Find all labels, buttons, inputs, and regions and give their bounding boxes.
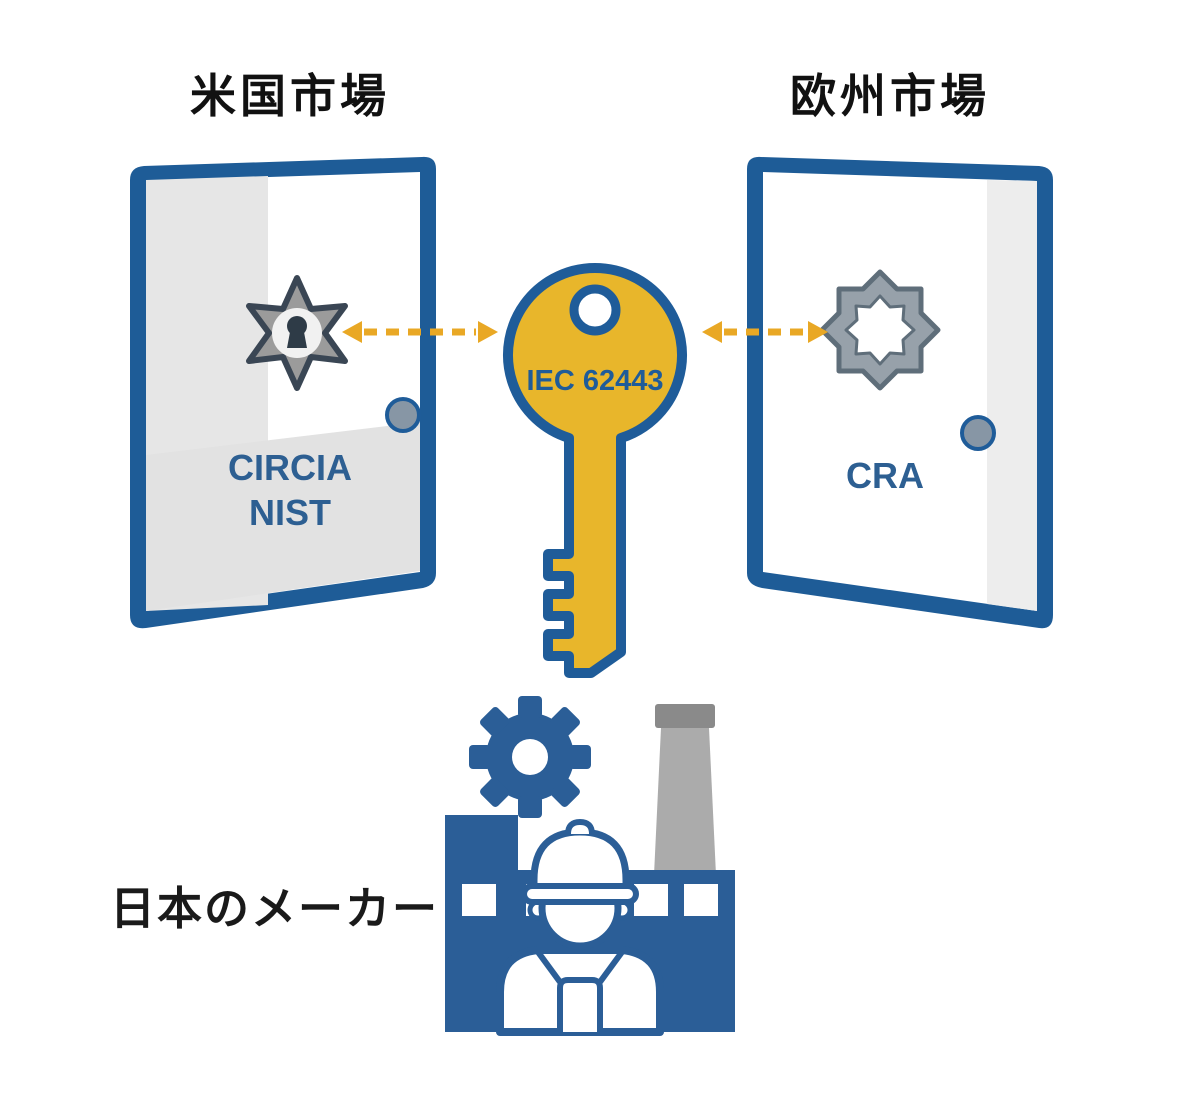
eu-door-label: CRA	[846, 455, 924, 496]
eu-door-panel-shade	[987, 180, 1037, 611]
eu-door: CRA	[747, 156, 1053, 629]
worker-icon	[496, 818, 664, 1036]
gear-icon	[469, 696, 591, 818]
star-keyhole-icon	[246, 275, 348, 391]
worker-hat-brim	[521, 883, 639, 905]
eu-door-knob-icon	[960, 415, 996, 451]
us-door-label-line2: NIST	[249, 492, 331, 533]
key-label: IEC 62443	[526, 365, 663, 397]
eu-door-panel	[763, 172, 1037, 611]
chimney-icon	[654, 704, 716, 875]
us-door-label-line1: CIRCIA	[228, 447, 352, 488]
us-market-title: 米国市場	[190, 70, 390, 122]
us-door: CIRCIA NIST	[130, 156, 436, 629]
worker-hat-ridge	[565, 818, 595, 835]
worker-bib	[557, 977, 603, 1032]
left-arrow-icon	[342, 321, 498, 343]
japan-maker-label: 日本のメーカー	[110, 883, 440, 934]
key-icon: IEC 62443	[503, 262, 687, 678]
right-arrow-icon	[702, 321, 828, 343]
eu-market-title: 欧州市場	[790, 70, 990, 122]
key-body	[503, 262, 687, 678]
factory-icon	[445, 696, 735, 1036]
us-door-bottom-band	[146, 422, 420, 611]
gear-keyhole-icon	[819, 269, 941, 391]
us-door-knob-icon	[385, 397, 421, 433]
key-hole	[569, 284, 621, 336]
